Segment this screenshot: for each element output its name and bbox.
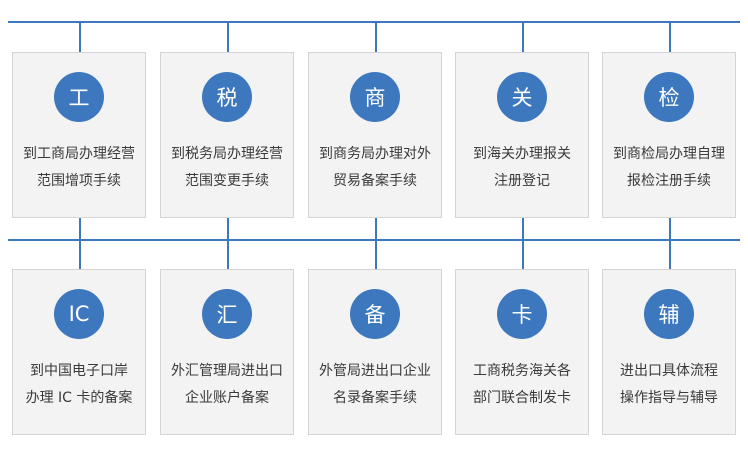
step-badge: 备	[350, 289, 400, 339]
step-badge: 汇	[202, 289, 252, 339]
connector-stem	[227, 217, 229, 269]
step-card-business-scope: 工 到工商局办理经营 范围增项手续	[12, 52, 146, 218]
step-badge: 检	[644, 72, 694, 122]
step-badge: IC	[54, 289, 104, 339]
step-badge: 关	[497, 72, 547, 122]
step-card-customs-registration: 关 到海关办理报关 注册登记	[455, 52, 589, 218]
step-card-forex-account: 汇 外汇管理局进出口 企业账户备案	[160, 269, 294, 435]
step-badge: 税	[202, 72, 252, 122]
connector-stem	[522, 217, 524, 269]
step-card-tax-change: 税 到税务局办理经营 范围变更手续	[160, 52, 294, 218]
step-description: 工商税务海关各 部门联合制发卡	[473, 363, 571, 406]
step-badge: 商	[350, 72, 400, 122]
step-card-commerce-filing: 商 到商务局办理对外 贸易备案手续	[308, 52, 442, 218]
middle-connector-line	[8, 239, 740, 241]
step-badge: 卡	[497, 289, 547, 339]
connector-stem	[522, 22, 524, 52]
connector-stem	[79, 217, 81, 269]
step-description: 外汇管理局进出口 企业账户备案	[171, 363, 283, 406]
step-card-guidance: 辅 进出口具体流程 操作指导与辅导	[602, 269, 736, 435]
connector-stem	[375, 217, 377, 269]
step-description: 到商务局办理对外 贸易备案手续	[319, 146, 431, 189]
step-card-joint-card: 卡 工商税务海关各 部门联合制发卡	[455, 269, 589, 435]
step-description: 外管局进出口企业 名录备案手续	[319, 363, 431, 406]
step-badge: 工	[54, 72, 104, 122]
connector-stem	[669, 217, 671, 269]
step-description: 到海关办理报关 注册登记	[473, 146, 571, 189]
step-description: 到税务局办理经营 范围变更手续	[171, 146, 283, 189]
top-connector-line	[8, 21, 740, 23]
step-description: 到商检局办理自理 报检注册手续	[613, 146, 725, 189]
connector-stem	[375, 22, 377, 52]
step-card-ic-card: IC 到中国电子口岸 办理 IC 卡的备案	[12, 269, 146, 435]
connector-stem	[669, 22, 671, 52]
step-card-directory-filing: 备 外管局进出口企业 名录备案手续	[308, 269, 442, 435]
step-description: 进出口具体流程 操作指导与辅导	[620, 363, 718, 406]
step-description: 到中国电子口岸 办理 IC 卡的备案	[25, 363, 133, 406]
step-description: 到工商局办理经营 范围增项手续	[23, 146, 135, 189]
step-badge: 辅	[644, 289, 694, 339]
connector-stem	[227, 22, 229, 52]
connector-stem	[79, 22, 81, 52]
step-card-inspection-registration: 检 到商检局办理自理 报检注册手续	[602, 52, 736, 218]
